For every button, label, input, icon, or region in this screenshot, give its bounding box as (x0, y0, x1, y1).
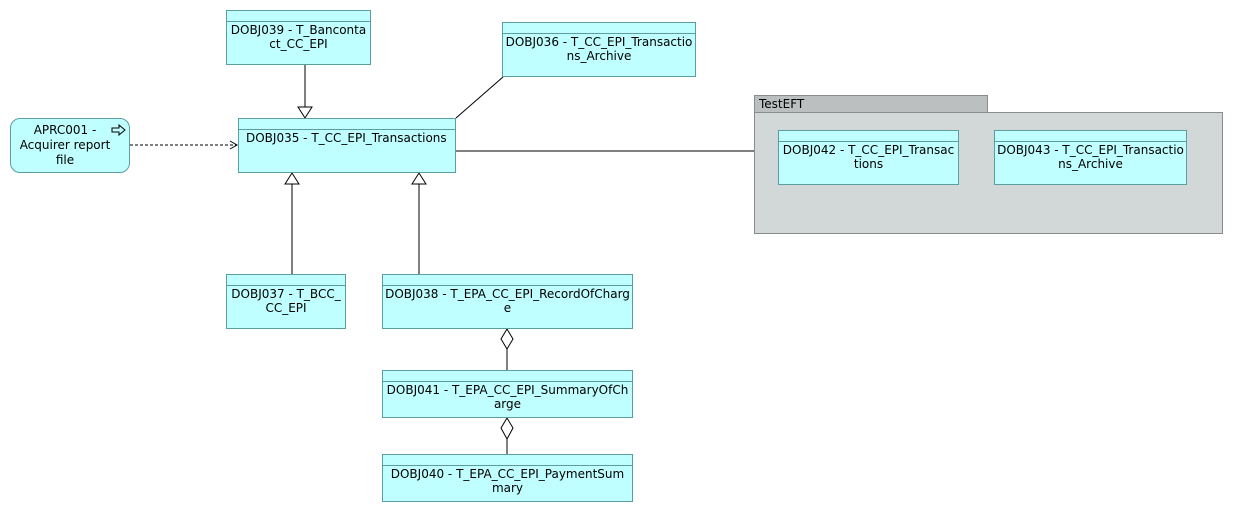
data-object-dobj043[interactable]: DOBJ043 - T_CC_EPI_Transactions_Archive (994, 130, 1187, 185)
object-header-bar (383, 371, 632, 382)
object-label: DOBJ037 - T_BCC_CC_EPI (231, 287, 341, 315)
object-label: DOBJ039 - T_Bancontact_CC_EPI (230, 23, 367, 51)
aggregation-diamond-dobj041[interactable] (500, 328, 514, 350)
generalization-arrowhead-dobj037[interactable] (284, 172, 300, 185)
data-object-dobj037[interactable]: DOBJ037 - T_BCC_CC_EPI (226, 274, 346, 329)
data-object-dobj036[interactable]: DOBJ036 - T_CC_EPI_Transactions_Archive (502, 22, 696, 77)
aggregation-diamond-dobj040[interactable] (500, 417, 514, 441)
object-header-bar (995, 131, 1186, 142)
object-header-bar (383, 455, 632, 466)
object-header-bar (503, 23, 695, 34)
object-label: DOBJ035 - T_CC_EPI_Transactions (246, 131, 447, 145)
data-object-dobj038[interactable]: DOBJ038 - T_EPA_CC_EPI_RecordOfCharge (382, 274, 633, 329)
object-label: DOBJ043 - T_CC_EPI_Transactions_Archive (997, 143, 1184, 171)
group-title: TestEFT (759, 97, 805, 111)
process-label: APRC001 - Acquirer report file (19, 123, 111, 167)
data-object-dobj039[interactable]: DOBJ039 - T_Bancontact_CC_EPI (226, 10, 371, 65)
object-label: DOBJ042 - T_CC_EPI_Transactions (782, 143, 955, 171)
data-object-dobj041[interactable]: DOBJ041 - T_EPA_CC_EPI_SummaryOfCharge (382, 370, 633, 418)
association-line-dobj036[interactable] (455, 76, 504, 119)
group-tab-testeft[interactable]: TestEFT (754, 95, 988, 113)
object-label: DOBJ038 - T_EPA_CC_EPI_RecordOfCharge (385, 287, 630, 315)
data-object-dobj042[interactable]: DOBJ042 - T_CC_EPI_Transactions (778, 130, 959, 185)
object-label: DOBJ036 - T_CC_EPI_Transactions_Archive (505, 35, 693, 63)
object-header-bar (383, 275, 632, 286)
data-object-dobj040[interactable]: DOBJ040 - T_EPA_CC_EPI_PaymentSummary (382, 454, 633, 502)
object-header-bar (227, 11, 370, 22)
object-header-bar (779, 131, 958, 142)
generalization-arrowhead-dobj038[interactable] (411, 172, 427, 185)
process-arrow-icon (111, 124, 126, 136)
process-aprc001[interactable]: APRC001 - Acquirer report file (10, 118, 130, 173)
generalization-arrowhead-dobj039[interactable] (297, 106, 313, 119)
object-label: DOBJ040 - T_EPA_CC_EPI_PaymentSummary (390, 467, 625, 495)
data-object-dobj035[interactable]: DOBJ035 - T_CC_EPI_Transactions (238, 118, 456, 173)
object-header-bar (227, 275, 345, 286)
object-label: DOBJ041 - T_EPA_CC_EPI_SummaryOfCharge (386, 383, 629, 411)
object-header-bar (239, 119, 455, 130)
